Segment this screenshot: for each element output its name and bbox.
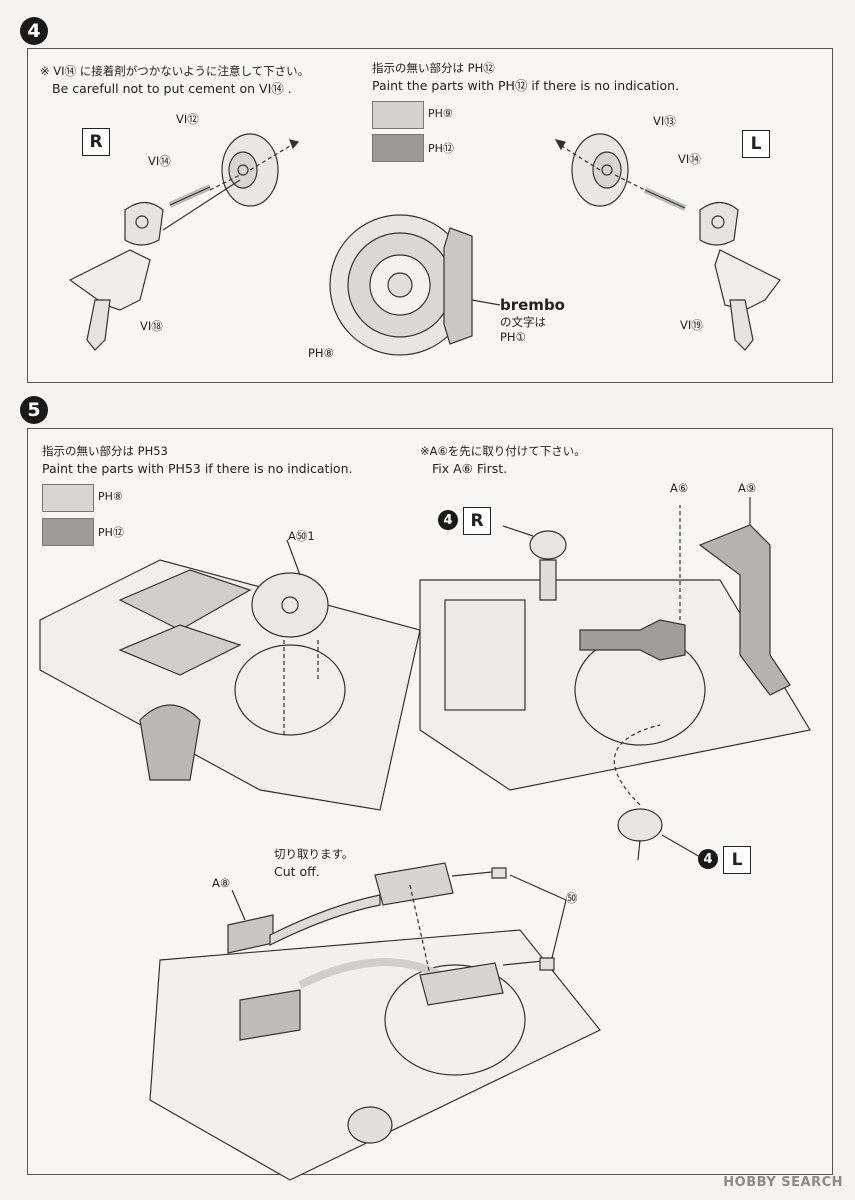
muffler-lower-icon xyxy=(419,874,567,1006)
fix-note-en: Fix A⑥ First. xyxy=(432,461,508,476)
muffler-upper-icon xyxy=(374,862,507,976)
step-5-swatch-ph8-label: PH⑧ xyxy=(98,490,123,503)
differential-icon xyxy=(579,505,686,661)
paint-note-en: Paint the parts with PH⑫ if there is no … xyxy=(372,78,680,93)
step-4-number: 4 xyxy=(20,17,48,45)
step-4-swatch-ph9-label: PH⑨ xyxy=(428,107,453,120)
cut-off-note: 切り取ります。 Cut off. xyxy=(274,846,353,880)
label-r-vi14: VI⑭ xyxy=(148,154,171,168)
step-5-paint-jp: 指示の無い部分は PH53 xyxy=(42,444,168,458)
ref-step-4-l-number: 4 xyxy=(698,849,718,869)
step-5-fix-note: ※A⑥を先に取り付けて下さい。 Fix A⑥ First. xyxy=(420,443,586,477)
cement-note-en: Be carefull not to put cement on VI⑭ . xyxy=(52,81,292,96)
ref-step-4-r-side: R xyxy=(463,507,491,535)
ref-step-4-l-side: L xyxy=(723,846,751,874)
l-bolt-icon xyxy=(614,174,687,211)
label-a6: A⑥ xyxy=(670,481,689,495)
muffler-a8-icon xyxy=(227,889,274,954)
label-part-50: ㊿ xyxy=(566,891,578,905)
step-4-paint-note: 指示の無い部分は PH⑫ Paint the parts with PH⑫ if… xyxy=(372,60,679,94)
suspension-arm-icon xyxy=(698,497,791,696)
step-5-number: 5 xyxy=(20,396,48,424)
step-5-swatch-ph12 xyxy=(42,518,94,546)
watermark: HOBBY SEARCH xyxy=(723,1175,843,1190)
label-a51: A㊿1 xyxy=(288,529,315,543)
step-4-swatch-ph12 xyxy=(372,134,424,162)
r-hub-part-icon xyxy=(221,133,300,207)
r-knuckle-icon xyxy=(68,179,241,351)
step-4-cement-note: ※ VI⑭ に接着剤がつかないように注意して下さい。 Be carefull n… xyxy=(40,63,309,97)
chassis-underside-icon xyxy=(39,559,421,811)
label-r-vi18: VI⑱ xyxy=(140,319,163,333)
label-a9: A⑨ xyxy=(738,481,757,495)
step-4-swatch-ph12-label: PH⑫ xyxy=(428,142,454,155)
brembo-text: brembo xyxy=(500,296,565,314)
exhaust-chassis-icon xyxy=(149,929,601,1181)
step-5-paint-note: 指示の無い部分は PH53 Paint the parts with PH53 … xyxy=(42,443,352,477)
r-hub-ref-icon xyxy=(502,525,567,601)
rear-chassis-icon xyxy=(419,579,811,791)
label-l-vi13: VI⑬ xyxy=(653,114,676,128)
brake-disc-icon xyxy=(329,214,471,356)
brembo-ph1: PH① xyxy=(500,330,526,344)
label-l-vi14: VI⑭ xyxy=(678,152,701,166)
exhaust-pipe-icon xyxy=(269,894,442,989)
side-label-r: R xyxy=(82,128,110,156)
label-r-vi12: VI⑫ xyxy=(176,112,199,126)
paint-note-jp: 指示の無い部分は PH⑫ xyxy=(372,61,495,75)
l-hub-part-icon xyxy=(554,133,629,207)
step-4-swatch-ph9 xyxy=(372,101,424,129)
label-a8: A⑧ xyxy=(212,876,231,890)
l-knuckle-icon xyxy=(699,201,781,351)
step-5-paint-en: Paint the parts with PH53 if there is no… xyxy=(42,461,353,476)
step-5-swatch-ph12-label: PH⑫ xyxy=(98,526,124,539)
cut-off-jp: 切り取ります。 xyxy=(274,847,354,861)
ref-step-4-r-number: 4 xyxy=(438,510,458,530)
wheel-a51-icon xyxy=(251,539,329,735)
label-l-vi19: VI⑲ xyxy=(680,318,703,332)
step-5-swatch-ph8 xyxy=(42,484,94,512)
fix-note-jp: ※A⑥を先に取り付けて下さい。 xyxy=(420,444,586,458)
brake-caliper-icon xyxy=(443,227,501,345)
cut-off-en: Cut off. xyxy=(274,864,320,879)
r-bolt-icon xyxy=(168,174,241,208)
l-hub-ref-icon xyxy=(613,724,701,861)
label-disc-ph8: PH⑧ xyxy=(308,346,334,360)
cement-note-jp: ※ VI⑭ に接着剤がつかないように注意して下さい。 xyxy=(40,64,310,78)
brembo-note: の文字は xyxy=(500,315,546,329)
side-label-l: L xyxy=(742,130,770,158)
